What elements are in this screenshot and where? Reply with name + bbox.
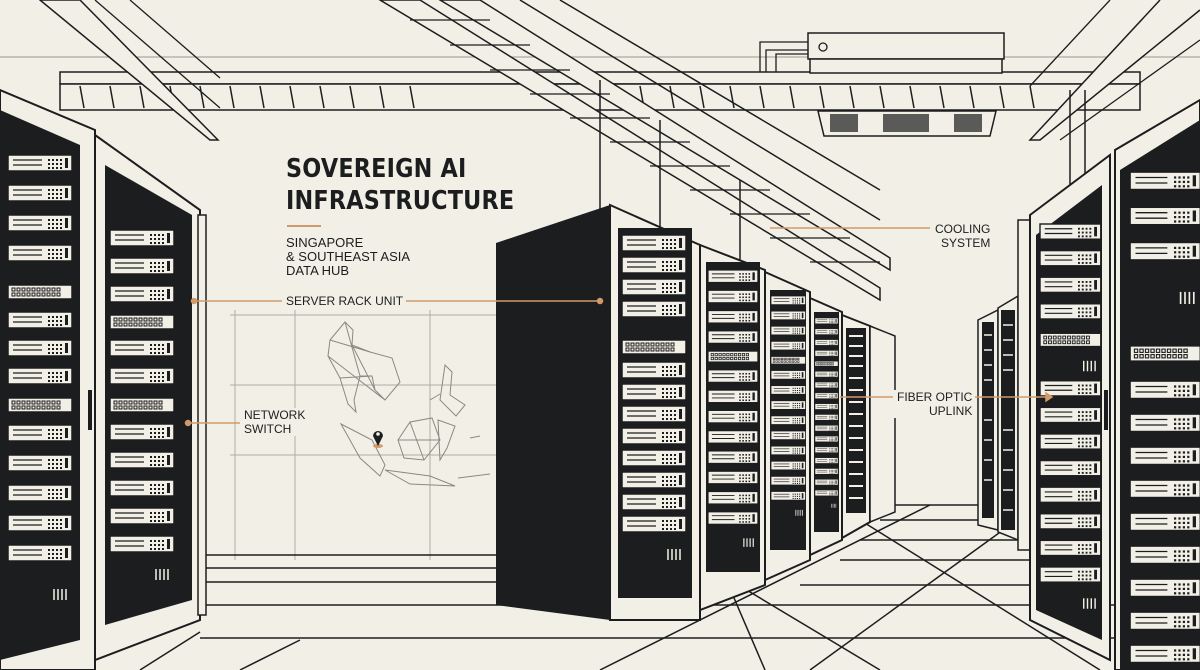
floor-tiles [139, 504, 1200, 670]
southeast-asia-map [327, 321, 491, 487]
callout-fiber-optic-line-2: UPLINK [928, 404, 973, 418]
callout-network-switch-line-2: SWITCH [244, 422, 292, 436]
center-rack-row [699, 243, 896, 612]
subtitle-line-3: DATA HUB [286, 263, 350, 278]
callout-fiber-optic-line-1: FIBER OPTIC [897, 390, 973, 404]
page-title: SOVEREIGN AI INFRASTRUCTURE [286, 153, 514, 217]
map-pin-icon [373, 431, 383, 448]
right-rack-near [1114, 98, 1200, 670]
center-rack-block [496, 203, 701, 621]
callout-server-rack-unit: SERVER RACK UNIT [283, 294, 407, 308]
accent-divider [287, 225, 321, 227]
callout-cooling-system: COOLING SYSTEM [932, 222, 994, 250]
title-line-1: SOVEREIGN AI [286, 154, 467, 184]
callout-leaders [184, 227, 1054, 427]
right-rack-mid [1029, 153, 1111, 662]
left-rack-near [0, 88, 96, 670]
callout-cooling-system-line-1: COOLING [935, 222, 991, 236]
callout-fiber-optic-uplink: FIBER OPTIC UPLINK [894, 390, 976, 418]
left-rack-mid [94, 133, 207, 662]
ceiling-structure [0, 0, 1200, 302]
subtitle-line-2: & SOUTHEAST ASIA [286, 249, 411, 264]
subtitle-line-1: SINGAPORE [286, 235, 364, 250]
callout-network-switch: NETWORK SWITCH [241, 408, 309, 436]
subtitle: SINGAPORE & SOUTHEAST ASIA DATA HUB [286, 236, 410, 278]
callout-network-switch-line-1: NETWORK [244, 408, 306, 422]
title-line-2: INFRASTRUCTURE [286, 186, 515, 216]
callout-cooling-system-line-2: SYSTEM [941, 236, 991, 250]
right-rack-far [977, 219, 1031, 551]
